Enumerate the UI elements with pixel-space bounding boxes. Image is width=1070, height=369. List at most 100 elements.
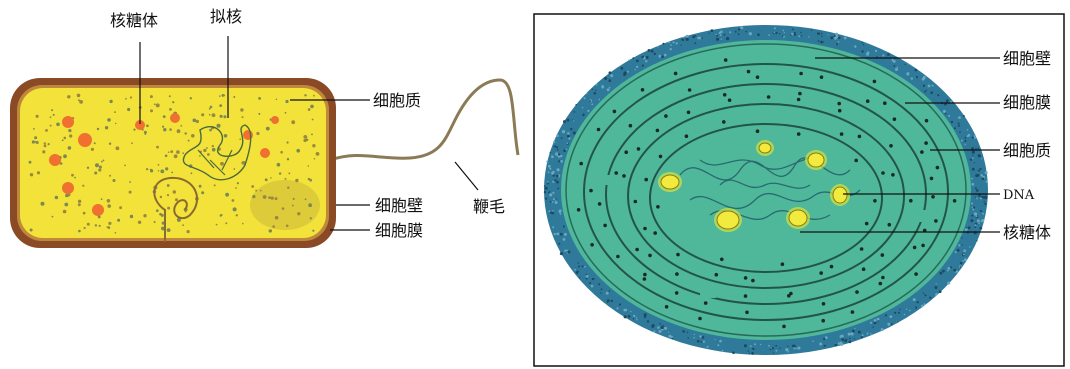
wall-speck bbox=[903, 313, 906, 316]
wall-speck bbox=[747, 350, 750, 352]
granule bbox=[157, 164, 160, 166]
wall-speck bbox=[982, 212, 984, 215]
granule bbox=[285, 99, 289, 104]
granule bbox=[101, 160, 103, 163]
wall-speck bbox=[964, 136, 967, 139]
wall-speck bbox=[568, 137, 571, 140]
wall-speck bbox=[851, 329, 855, 333]
wall-speck bbox=[954, 251, 957, 254]
granule bbox=[209, 128, 212, 132]
wall-speck bbox=[566, 118, 570, 122]
wall-speck bbox=[787, 345, 789, 347]
wall-speck bbox=[972, 154, 974, 156]
wall-speck bbox=[559, 213, 562, 215]
granule bbox=[311, 118, 314, 121]
wall-speck bbox=[847, 332, 851, 336]
wall-speck bbox=[873, 319, 877, 322]
wall-speck bbox=[984, 195, 988, 199]
wall-speck bbox=[887, 53, 890, 56]
wall-speck bbox=[720, 30, 723, 33]
granule bbox=[280, 150, 283, 154]
mesosome bbox=[153, 176, 199, 242]
ribosome-dot bbox=[787, 294, 791, 298]
wall-speck bbox=[959, 131, 961, 133]
wall-speck bbox=[966, 129, 969, 131]
wall-speck bbox=[558, 210, 562, 213]
wall-speck bbox=[976, 219, 980, 223]
wall-speck bbox=[797, 346, 801, 350]
granule bbox=[168, 95, 171, 98]
granule bbox=[303, 138, 307, 143]
wall-speck bbox=[743, 344, 748, 348]
granule bbox=[308, 203, 312, 208]
wall-speck bbox=[573, 120, 575, 122]
granule bbox=[100, 198, 103, 201]
wall-speck bbox=[559, 252, 564, 256]
granule bbox=[162, 125, 165, 128]
wall-speck bbox=[984, 171, 988, 175]
ribosome-dot bbox=[622, 174, 626, 178]
granule bbox=[170, 150, 174, 154]
ribosome-dot bbox=[821, 302, 826, 306]
ribosome-dot bbox=[636, 147, 641, 151]
wall-speck bbox=[543, 185, 546, 187]
wall-speck bbox=[650, 49, 654, 53]
wall-speck bbox=[775, 349, 778, 352]
wall-speck bbox=[910, 77, 913, 80]
granule bbox=[195, 119, 199, 124]
granule bbox=[215, 223, 218, 226]
ribosome-dot bbox=[655, 128, 660, 133]
wall-speck bbox=[969, 246, 971, 248]
inclusion-body bbox=[716, 210, 740, 230]
wall-speck bbox=[685, 37, 689, 42]
wall-speck bbox=[547, 164, 551, 168]
wall-speck bbox=[600, 288, 603, 291]
wall-speck bbox=[660, 326, 664, 329]
granule bbox=[86, 222, 90, 226]
wall-speck bbox=[721, 349, 724, 352]
wall-speck bbox=[942, 109, 946, 113]
granule bbox=[109, 99, 113, 104]
nucleoid bbox=[182, 124, 252, 181]
ribosome-dot bbox=[798, 91, 802, 96]
granule bbox=[131, 142, 133, 145]
granule bbox=[28, 160, 32, 164]
wall-speck bbox=[583, 97, 586, 100]
ribosome-dot bbox=[576, 208, 581, 212]
wall-speck bbox=[889, 315, 893, 318]
granule bbox=[143, 130, 147, 134]
granule bbox=[268, 196, 271, 200]
wall-speck bbox=[948, 114, 951, 117]
granule bbox=[114, 111, 116, 113]
ribosome-dot bbox=[642, 277, 647, 281]
wall-speck bbox=[979, 197, 982, 200]
ribosome-dot bbox=[698, 316, 702, 321]
granule bbox=[165, 167, 169, 171]
granule bbox=[309, 178, 313, 182]
granule bbox=[307, 108, 311, 111]
wall-speck bbox=[962, 115, 965, 117]
wall-speck bbox=[841, 338, 845, 341]
wall-speck bbox=[694, 35, 697, 37]
wall-texture bbox=[543, 26, 988, 355]
granule bbox=[129, 214, 134, 219]
ribosome-dot bbox=[720, 257, 724, 262]
wall-speck bbox=[715, 33, 717, 36]
wall-speck bbox=[606, 299, 610, 302]
ribosome-dot bbox=[952, 199, 957, 203]
wall-speck bbox=[604, 76, 608, 80]
ribosome-dot bbox=[889, 144, 893, 148]
wall-speck bbox=[555, 174, 559, 178]
wall-speck bbox=[591, 277, 595, 281]
wall-speck bbox=[686, 331, 689, 334]
ribosome-dot bbox=[922, 228, 927, 233]
wall-speck bbox=[558, 242, 561, 245]
wall-speck bbox=[636, 65, 639, 68]
granule bbox=[219, 114, 223, 118]
ribosome-dot bbox=[873, 199, 877, 203]
wall-speck bbox=[866, 51, 870, 54]
granule bbox=[304, 198, 307, 201]
granule bbox=[223, 134, 228, 138]
wall-speck bbox=[561, 130, 566, 134]
